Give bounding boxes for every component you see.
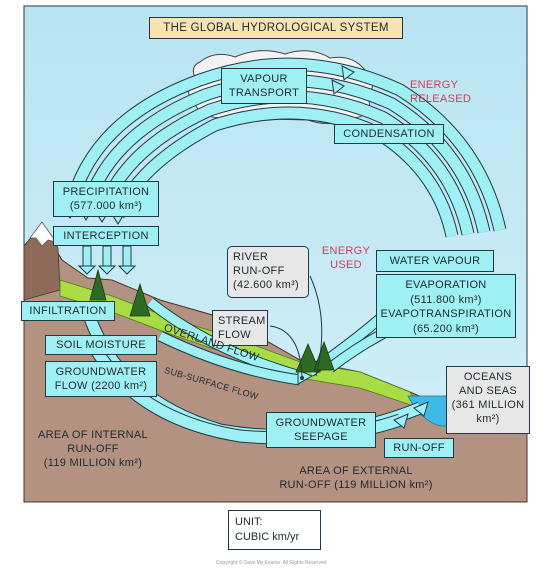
river-pointer [309,275,323,377]
soil-moisture-label: SOIL MOISTURE [45,335,157,355]
river-runoff-label: RIVER RUN-OFF (42.600 km³) [227,246,309,298]
evaporation-label: EVAPORATION (511.800 km³) EVAPOTRANSPIRA… [376,274,516,338]
energy-used-label: ENERGY USED [321,245,371,271]
oceans-seas-label: OCEANS AND SEAS (361 MILLION km²) [446,366,530,434]
vapour-transport-label: VAPOUR TRANSPORT [221,68,307,104]
snow-cap [29,221,57,247]
stream-pointer [269,325,303,377]
water-vapour-label: WATER VAPOUR [376,250,494,272]
groundwater-flow-label: GROUNDWATER FLOW (2200 km²) [45,361,157,397]
stream-flow-label: STREAM FLOW [212,310,268,346]
precipitation-label: PRECIPITATION (577.000 km³) [53,181,159,217]
precip-drops [77,245,137,275]
energy-released-label: ENERGY RELEASED [410,79,472,105]
unit-value: CUBIC km/yr [235,531,300,543]
trees [89,268,335,373]
external-runoff-label: AREA OF EXTERNAL RUN-OFF (119 MILLION km… [279,465,433,491]
interception-label: INTERCEPTION [53,226,159,246]
diagram-title: THE GLOBAL HYDROLOGICAL SYSTEM [149,17,403,39]
groundwater-seepage-label: GROUNDWATER SEEPAGE [266,412,376,448]
condensation-label: CONDENSATION [334,124,444,144]
internal-runoff-label: AREA OF INTERNAL RUN-OFF (119 MILLION km… [38,429,148,469]
unit-heading: UNIT: [235,516,263,528]
infiltration-label: INFILTRATION [21,301,115,321]
unit-box: UNIT: CUBIC km/yr [228,510,321,550]
stream-dot [300,376,304,380]
runoff-label: RUN-OFF [384,438,454,458]
copyright-text: Copyright © Save My Exams. All Rights Re… [216,560,327,566]
